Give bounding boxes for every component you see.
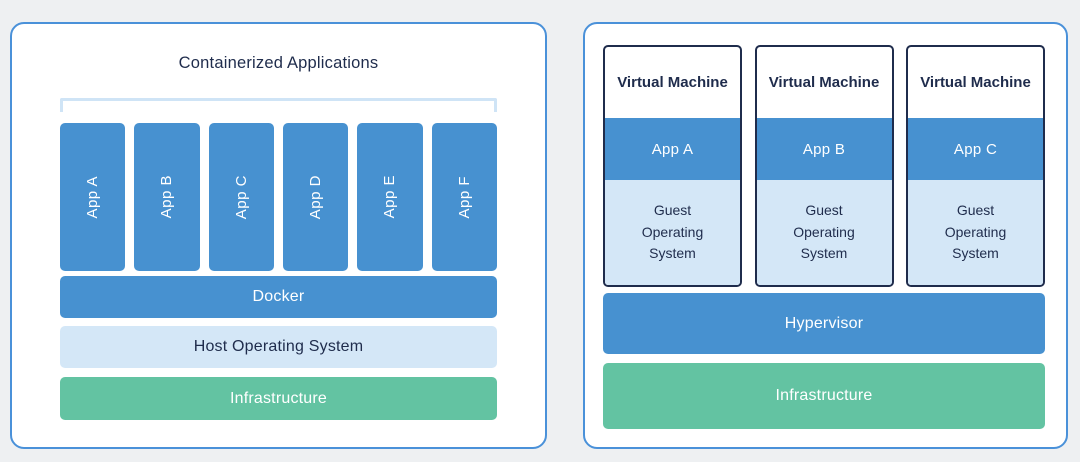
app-bar-a: App A — [60, 123, 126, 271]
hypervisor-layer: Hypervisor — [603, 293, 1045, 354]
vm-box-3: Virtual Machine App C Guest Operating Sy… — [906, 45, 1045, 287]
apps-row: App A App B App C App D App E App F — [60, 123, 497, 271]
vm-box-1: Virtual Machine App A Guest Operating Sy… — [603, 45, 742, 287]
vm-app-bar: App B — [756, 118, 892, 180]
containers-panel: Containerized Applications App A App B A… — [10, 22, 547, 449]
infrastructure-layer-label: Infrastructure — [229, 389, 328, 407]
app-bar-b: App B — [134, 123, 200, 271]
containers-panel-title: Containerized Applications — [178, 54, 379, 72]
app-bar-c: App C — [208, 123, 274, 271]
vm-title: Virtual Machine — [920, 74, 1031, 91]
app-bar-label: App E — [381, 175, 399, 219]
guest-os-label: Guest Operating System — [793, 201, 855, 262]
app-bar-label: App C — [232, 174, 250, 220]
docker-layer-label: Docker — [252, 288, 305, 305]
guest-os-section: Guest Operating System — [756, 180, 892, 285]
app-bar-label: App F — [455, 175, 473, 219]
hypervisor-layer-label: Hypervisor — [784, 314, 864, 332]
host-os-layer: Host Operating System — [60, 326, 497, 368]
infrastructure-layer-label: Infrastructure — [775, 387, 873, 404]
guest-os-section: Guest Operating System — [605, 180, 740, 285]
app-bar-f: App F — [431, 123, 497, 271]
infrastructure-layer-left: Infrastructure — [60, 377, 497, 420]
guest-os-label: Guest Operating System — [944, 201, 1007, 262]
infrastructure-layer-right: Infrastructure — [603, 363, 1045, 429]
vm-box-2: Virtual Machine App B Guest Operating Sy… — [754, 45, 894, 287]
vm-title: Virtual Machine — [768, 74, 880, 91]
app-bar-e: App E — [357, 123, 423, 271]
vm-row: Virtual Machine App A Guest Operating Sy… — [603, 45, 1045, 287]
docker-layer: Docker — [60, 276, 497, 318]
guest-os-label: Guest Operating System — [641, 201, 704, 262]
vm-title: Virtual Machine — [617, 74, 728, 91]
app-bar-d: App D — [282, 123, 349, 271]
guest-os-section: Guest Operating System — [908, 180, 1043, 285]
vms-panel: Virtual Machine App A Guest Operating Sy… — [583, 22, 1068, 449]
host-os-layer-label: Host Operating System — [193, 338, 364, 355]
app-bar-label: App B — [158, 175, 176, 219]
app-bar-label: App D — [307, 174, 325, 220]
vm-app-bar: App C — [908, 118, 1043, 180]
app-bar-label: App A — [84, 175, 102, 219]
apps-group-bracket — [60, 98, 497, 112]
vm-app-bar: App A — [605, 118, 740, 180]
